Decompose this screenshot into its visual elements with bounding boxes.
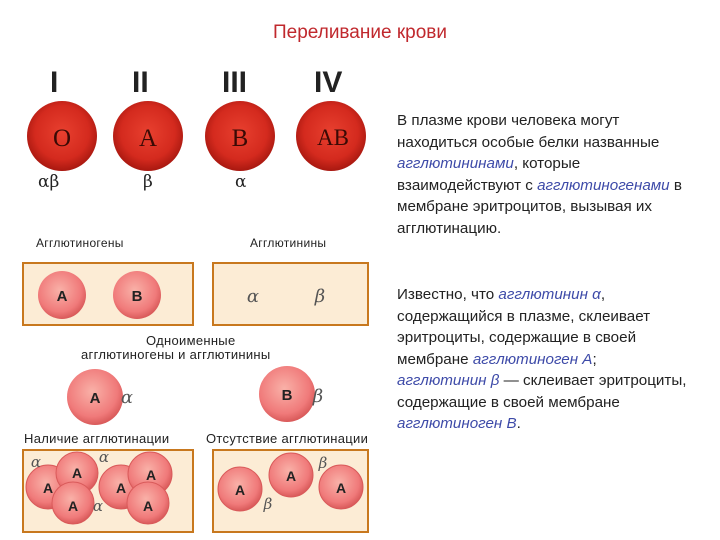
group-numeral-3: III: [222, 66, 248, 99]
agglutination-box: A A A A A A α α α: [22, 448, 194, 533]
svg-text:O: O: [53, 125, 71, 152]
svg-text:B: B: [132, 288, 143, 305]
same-name-label-line1: Одноименные: [146, 333, 236, 348]
page-title: Переливание крови: [273, 22, 447, 43]
term-agglutinogen-a: агглютиноген А: [472, 350, 593, 368]
svg-text:α: α: [99, 448, 109, 466]
svg-text:β: β: [314, 286, 325, 307]
blood-diagram: O A B AB A B α β A α B β: [22, 101, 369, 533]
term-agglutinin-alpha: агглютинин α: [498, 286, 601, 303]
agglutinins-box: α β: [212, 262, 369, 326]
svg-text:AB: AB: [317, 125, 349, 150]
svg-text:B: B: [282, 387, 293, 404]
group-numeral-2: II: [132, 66, 149, 99]
svg-text:A: A: [72, 465, 82, 481]
term-agglutinogen-b: агглютиноген В: [397, 415, 517, 432]
svg-text:β: β: [312, 386, 323, 407]
blood-group-4-cell: AB: [296, 101, 366, 171]
pair-b-beta: B β: [259, 366, 323, 422]
svg-text:A: A: [90, 390, 101, 407]
agglutinins-label: Агглютинины: [250, 236, 327, 250]
svg-text:A: A: [143, 498, 153, 514]
group-2-antibodies: β: [143, 172, 153, 192]
group-numeral-1: I: [50, 66, 59, 99]
svg-text:β: β: [318, 454, 328, 472]
intro-paragraph: В плазме крови человека могут находиться…: [397, 112, 682, 237]
blood-group-2-cell: A: [113, 101, 183, 171]
svg-text:B: B: [232, 125, 249, 152]
svg-text:α: α: [247, 286, 259, 307]
svg-text:A: A: [43, 480, 53, 496]
svg-text:A: A: [336, 480, 346, 496]
term-agglutinins: агглютининами: [397, 155, 514, 172]
detail-paragraph: Известно, что агглютинин α, содержащийся…: [397, 286, 687, 432]
svg-text:A: A: [68, 498, 78, 514]
svg-text:A: A: [146, 467, 156, 483]
pair-a-alpha: A α: [67, 369, 133, 425]
group-numeral-4: IV: [314, 66, 343, 99]
svg-text:A: A: [116, 480, 126, 496]
svg-text:α: α: [31, 453, 41, 471]
svg-text:A: A: [57, 288, 68, 305]
no-agglutination-box: A A A β β: [212, 449, 369, 533]
agglutination-present-label: Наличие агглютинации: [24, 431, 170, 446]
same-name-label-line2: агглютиногены и агглютинины: [81, 347, 271, 362]
term-agglutinin-beta: агглютинин β: [397, 372, 500, 389]
agglutination-absent-label: Отсутствие агглютинации: [206, 431, 369, 446]
agglutinogens-label: Агглютиногены: [36, 236, 124, 250]
svg-text:α: α: [93, 497, 103, 515]
svg-text:β: β: [263, 495, 273, 513]
svg-text:α: α: [121, 387, 133, 408]
group-3-antibodies: α: [235, 172, 247, 192]
svg-text:A: A: [139, 125, 157, 152]
agglutinogens-box: A B: [22, 262, 194, 326]
svg-text:A: A: [235, 482, 245, 498]
blood-group-3-cell: B: [205, 101, 275, 171]
svg-text:A: A: [286, 468, 296, 484]
blood-group-1-cell: O: [27, 101, 97, 171]
term-agglutinogens: агглютиногенами: [537, 176, 670, 194]
group-1-antibodies: αβ: [38, 172, 60, 192]
